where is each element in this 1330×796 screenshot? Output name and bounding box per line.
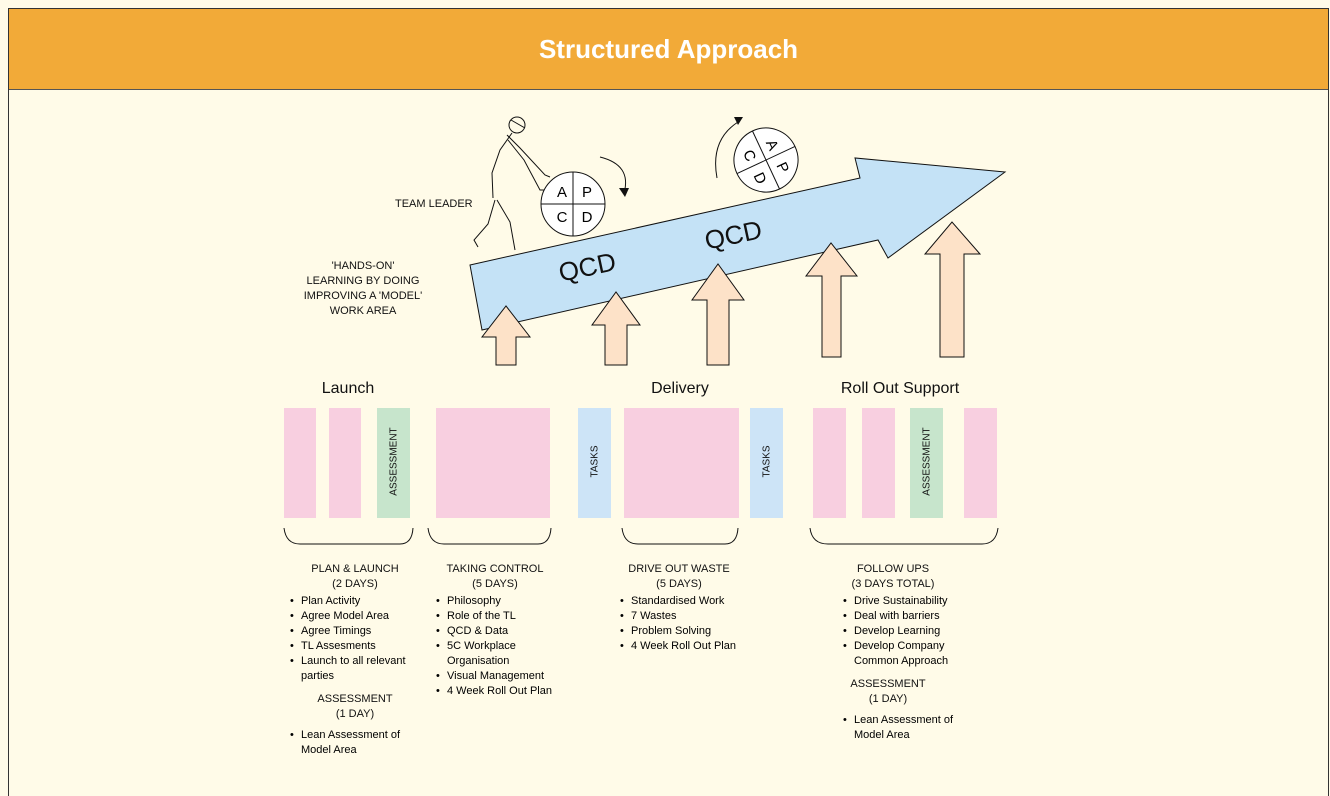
block-green-assessment-2 xyxy=(910,408,943,518)
list-item: Lean Assessment of Model Area xyxy=(843,713,973,743)
tasks-label-1: TASKS xyxy=(589,445,601,478)
brace-plan-launch xyxy=(283,527,414,545)
section-heading: DRIVE OUT WASTE (5 DAYS) xyxy=(628,563,730,590)
list-item: Develop Learning xyxy=(843,624,983,639)
phase-launch: Launch xyxy=(321,380,375,397)
page-title: Structured Approach xyxy=(538,33,799,64)
assessment-label-2: ASSESSMENT xyxy=(921,427,933,496)
list-item: Agree Timings xyxy=(290,624,420,639)
pdca-circle-right: A P C D xyxy=(733,127,799,193)
section-subheading: ASSESSMENT (1 DAY) xyxy=(850,678,926,705)
block-blue-tasks-2 xyxy=(750,408,783,518)
svg-text:P: P xyxy=(582,184,592,201)
diagram-frame: Structured Approach xyxy=(8,8,1329,796)
list-item: Launch to all relevant parties xyxy=(290,654,420,684)
list-item: Deal with barriers xyxy=(843,609,983,624)
list-item: Problem Solving xyxy=(620,624,770,639)
section-list: Philosophy Role of the TL QCD & Data 5C … xyxy=(436,594,576,699)
rotation-arrowhead-right xyxy=(734,117,743,125)
section-heading: TAKING CONTROL (5 DAYS) xyxy=(446,563,544,590)
list-item: 7 Wastes xyxy=(620,609,770,624)
list-item: Plan Activity xyxy=(290,594,420,609)
svg-text:A: A xyxy=(557,184,567,201)
section-heading: FOLLOW UPS (3 DAYS TOTAL) xyxy=(851,563,935,590)
brace-taking-control xyxy=(427,527,552,545)
list-item: Visual Management xyxy=(436,669,576,684)
up-arrow-4 xyxy=(804,242,859,358)
up-arrow-2 xyxy=(591,291,641,366)
section-heading: PLAN & LAUNCH (2 DAYS) xyxy=(311,563,399,590)
section-list: Drive Sustainability Deal with barriers … xyxy=(843,594,983,669)
rotation-arrow-left xyxy=(599,156,626,194)
block-pink-5 xyxy=(964,408,997,518)
block-pink-2 xyxy=(329,408,361,518)
main-arrow xyxy=(469,157,1007,331)
section-subheading: ASSESSMENT (1 DAY) xyxy=(317,693,393,720)
list-item: Agree Model Area xyxy=(290,609,420,624)
hands-on-text: 'HANDS-ON' LEARNING BY DOING IMPROVING A… xyxy=(303,260,423,317)
list-item: Lean Assessment of Model Area xyxy=(290,728,420,758)
list-item: TL Assesments xyxy=(290,639,420,654)
block-pink-1 xyxy=(284,408,316,518)
section-taking-control: TAKING CONTROL (5 DAYS) Philosophy Role … xyxy=(436,562,586,699)
phase-delivery: Delivery xyxy=(651,380,709,397)
list-item: QCD & Data xyxy=(436,624,576,639)
rotation-arrow-right xyxy=(715,121,739,179)
list-item: Role of the TL xyxy=(436,609,576,624)
list-item: Develop Company Common Approach xyxy=(843,639,979,669)
brace-drive-out-waste xyxy=(621,527,739,545)
section-sublist: Lean Assessment of Model Area xyxy=(290,728,420,758)
section-sublist: Lean Assessment of Model Area xyxy=(843,713,973,743)
brace-follow-ups xyxy=(809,527,999,545)
section-list: Plan Activity Agree Model Area Agree Tim… xyxy=(290,594,420,684)
list-item: Philosophy xyxy=(436,594,576,609)
up-arrow-3 xyxy=(691,263,745,366)
list-item: Drive Sustainability xyxy=(843,594,983,609)
section-follow-ups: FOLLOW UPS (3 DAYS TOTAL) Drive Sustaina… xyxy=(843,562,993,743)
block-green-assessment-1 xyxy=(377,408,410,518)
list-item: 5C Workplace Organisation xyxy=(436,639,557,669)
block-pink-4 xyxy=(862,408,895,518)
svg-text:D: D xyxy=(582,209,593,226)
phase-rollout: Roll Out Support xyxy=(840,380,960,397)
section-drive-out-waste: DRIVE OUT WASTE (5 DAYS) Standardised Wo… xyxy=(620,562,770,654)
up-arrow-5 xyxy=(923,221,982,358)
list-item: 4 Week Roll Out Plan xyxy=(436,684,576,699)
block-pink-3 xyxy=(813,408,846,518)
header-bar: Structured Approach xyxy=(9,9,1328,90)
tasks-label-2: TASKS xyxy=(761,445,773,478)
list-item: Standardised Work xyxy=(620,594,770,609)
team-leader-label: TEAM LEADER xyxy=(395,198,473,210)
block-pink-taking-control xyxy=(436,408,550,518)
assessment-label-1: ASSESSMENT xyxy=(388,427,400,496)
up-arrow-1 xyxy=(480,305,532,366)
rotation-arrowhead-left xyxy=(619,188,629,197)
block-blue-tasks-1 xyxy=(578,408,611,518)
section-plan-launch: PLAN & LAUNCH (2 DAYS) Plan Activity Agr… xyxy=(290,562,420,758)
list-item: 4 Week Roll Out Plan xyxy=(620,639,770,654)
team-leader-figure xyxy=(473,116,551,251)
block-pink-drive-out-waste xyxy=(624,408,739,518)
section-list: Standardised Work 7 Wastes Problem Solvi… xyxy=(620,594,770,654)
pdca-circle-left: A P C D xyxy=(540,171,606,237)
svg-text:C: C xyxy=(557,209,568,226)
